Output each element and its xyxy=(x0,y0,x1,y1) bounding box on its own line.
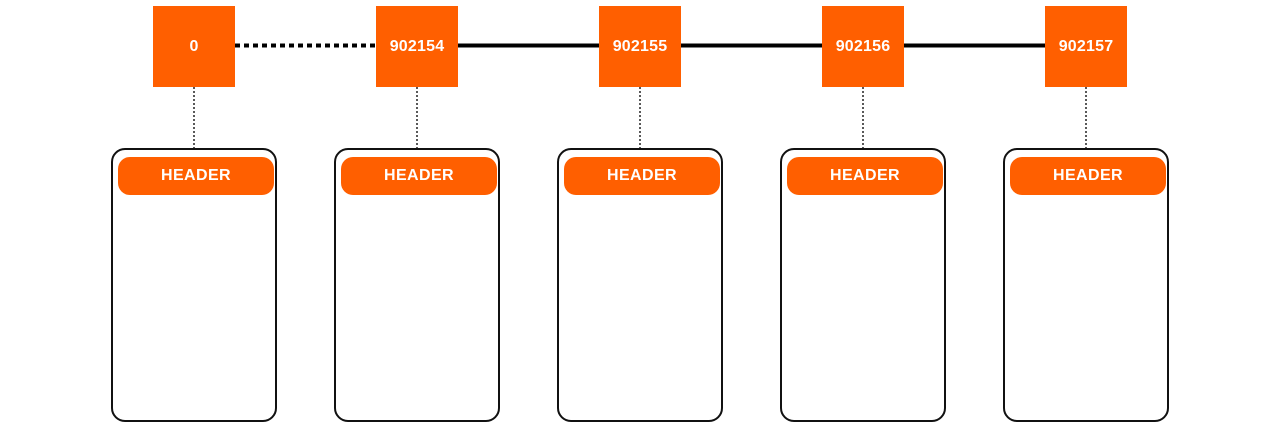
block-902156: 902156 xyxy=(822,6,904,87)
block-label: 902155 xyxy=(612,37,668,55)
card-header-label: HEADER xyxy=(830,167,900,184)
block-label: 902156 xyxy=(835,37,891,55)
block-label: 0 xyxy=(189,37,199,55)
card-header: HEADER xyxy=(787,157,943,195)
card-header-label: HEADER xyxy=(607,167,677,184)
card-header-label: HEADER xyxy=(161,167,231,184)
card-header: HEADER xyxy=(564,157,720,195)
block-902157: 902157 xyxy=(1045,6,1127,87)
block-card-902156: HEADER xyxy=(780,148,946,422)
card-header: HEADER xyxy=(341,157,497,195)
block-label: 902154 xyxy=(389,37,445,55)
block-card-902154: HEADER xyxy=(334,148,500,422)
block-card-902157: HEADER xyxy=(1003,148,1169,422)
block-card-902155: HEADER xyxy=(557,148,723,422)
block-902155: 902155 xyxy=(599,6,681,87)
card-header: HEADER xyxy=(118,157,274,195)
block-902154: 902154 xyxy=(376,6,458,87)
card-header-label: HEADER xyxy=(384,167,454,184)
card-header: HEADER xyxy=(1010,157,1166,195)
block-label: 902157 xyxy=(1058,37,1114,55)
block-card-0: HEADER xyxy=(111,148,277,422)
block-0: 0 xyxy=(153,6,235,87)
card-header-label: HEADER xyxy=(1053,167,1123,184)
